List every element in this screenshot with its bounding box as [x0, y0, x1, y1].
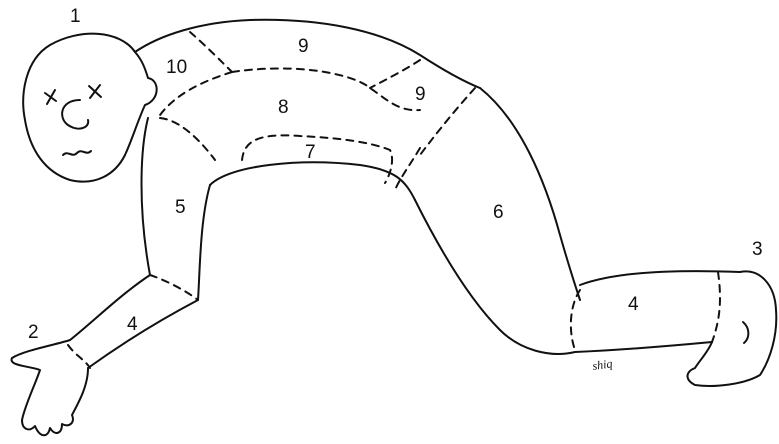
label-hip-back: 9 — [415, 84, 426, 105]
thigh-outline-front — [414, 199, 576, 355]
ankle-bone — [742, 321, 750, 344]
label-mid-back: 8 — [278, 97, 289, 118]
lower-leg-outline — [574, 270, 741, 353]
foot — [686, 270, 778, 387]
face — [44, 84, 102, 156]
label-head-marker: 1 — [70, 6, 81, 27]
label-foot-marker: 3 — [752, 239, 763, 260]
artist-signature: shiq — [591, 356, 613, 373]
label-upper-arm: 5 — [175, 197, 186, 218]
label-forearm: 4 — [127, 314, 138, 335]
label-upper-back: 9 — [298, 36, 309, 57]
region-boundaries — [67, 31, 721, 369]
torso-outline — [134, 18, 481, 89]
head — [22, 32, 158, 183]
label-neck: 10 — [166, 57, 187, 78]
label-hand-marker: 2 — [28, 322, 39, 343]
label-thigh: 6 — [493, 202, 504, 223]
belly-outline — [209, 161, 416, 201]
label-lower-leg: 4 — [628, 294, 639, 315]
hand — [10, 339, 89, 437]
thigh-outline-back — [479, 87, 581, 301]
label-lower-back: 7 — [305, 142, 316, 163]
